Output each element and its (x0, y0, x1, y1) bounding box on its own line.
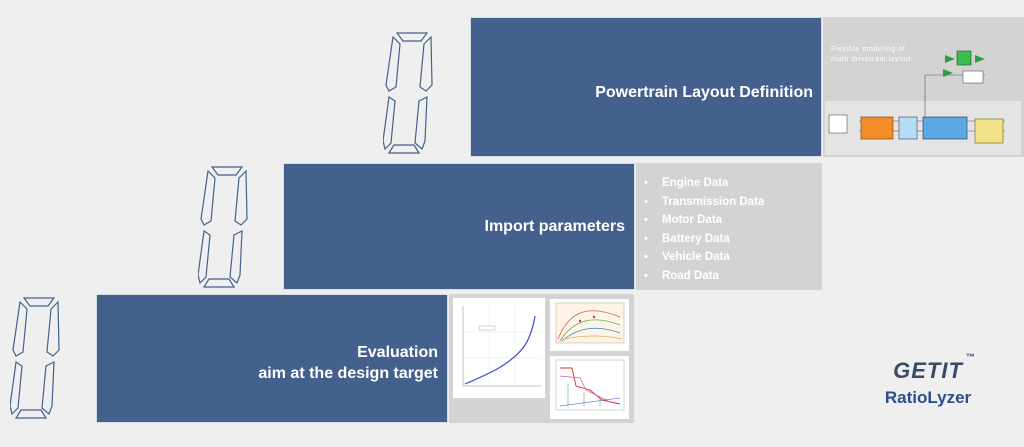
acceleration-plot-image (453, 298, 545, 398)
panel-parameter-list: •Engine Data •Transmission Data •Motor D… (636, 163, 822, 290)
list-item: •Transmission Data (636, 193, 764, 212)
brand-block: GETIT ™ RatioLyzer (868, 352, 988, 408)
parameter-list: •Engine Data •Transmission Data •Motor D… (636, 174, 764, 286)
list-item: •Vehicle Data (636, 248, 764, 267)
getit-logo: GETIT ™ (893, 352, 976, 383)
list-item: •Battery Data (636, 230, 764, 249)
list-item: •Road Data (636, 267, 764, 286)
panel-caption-flexible-modeling: Flexible modeling of multi drivetrain la… (831, 46, 911, 63)
efficiency-map-image (550, 299, 629, 351)
panel-layout-diagram: Flexible modeling of multi drivetrain la… (823, 17, 1024, 157)
band-evaluation: Evaluation aim at the design target (96, 294, 448, 423)
bullet-icon: • (644, 269, 648, 282)
simulink-diagram-image (825, 50, 1021, 155)
digit-0-row2 (198, 163, 250, 291)
bullet-icon: • (644, 214, 648, 227)
list-item: •Engine Data (636, 174, 764, 193)
panel-evaluation-plots (449, 294, 634, 423)
band-powertrain-layout: Powertrain Layout Definition (470, 17, 822, 157)
bullet-icon: • (644, 251, 648, 264)
bullet-icon: • (644, 177, 648, 189)
digit-0-row1 (383, 29, 435, 157)
section-title-evaluation: Evaluation aim at the design target (258, 344, 438, 382)
list-item: •Motor Data (636, 211, 764, 230)
digit-0-row3 (10, 294, 62, 422)
section-title-powertrain-layout: Powertrain Layout Definition (595, 84, 813, 101)
bullet-icon: • (644, 232, 648, 245)
band-import-parameters: Import parameters (283, 163, 635, 290)
section-title-import-parameters: Import parameters (484, 218, 626, 235)
product-name: RatioLyzer (884, 388, 972, 407)
bullet-icon: • (644, 195, 648, 208)
traction-force-plot-image (550, 356, 629, 419)
